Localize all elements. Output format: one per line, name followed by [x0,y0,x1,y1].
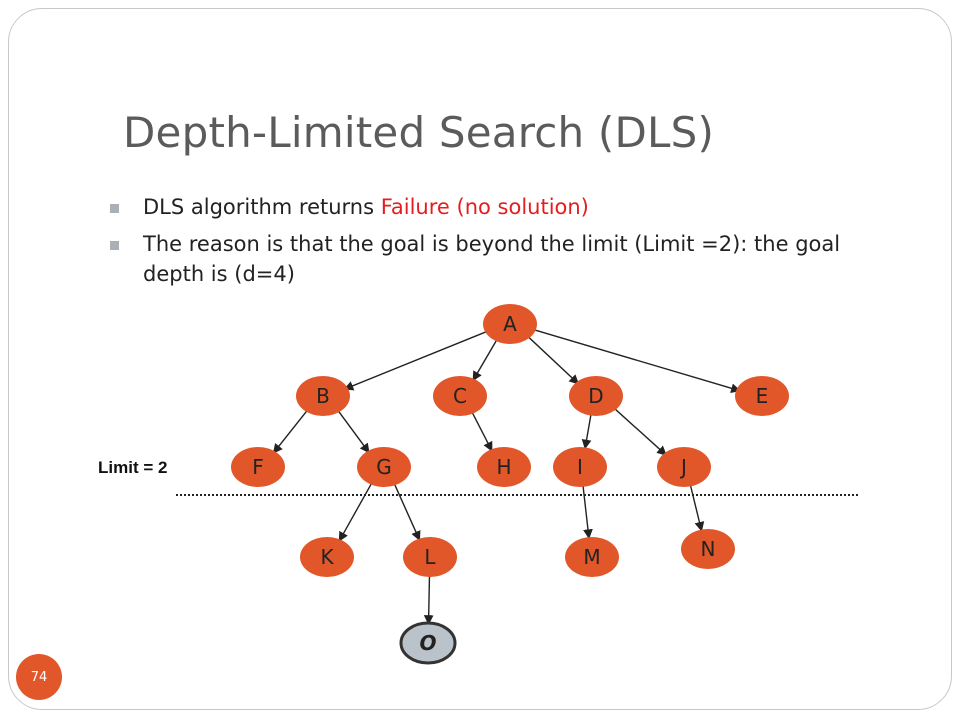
node-shape-E [735,376,789,416]
node-F: F [231,447,285,487]
edge-A-B [343,330,489,391]
edge-B-F [272,409,309,454]
node-shape-H [477,447,531,487]
node-shape-L [403,537,457,577]
node-label-G: G [376,455,392,479]
slide-number-badge: 74 [16,654,62,700]
node-J: J [657,447,711,487]
node-C: C [433,376,487,416]
edge-J-N [689,485,705,532]
bullet-text-1: DLS algorithm returns [143,195,381,219]
node-label-K: K [320,545,334,569]
node-label-B: B [316,384,330,408]
node-label-I: I [577,455,583,479]
slide-title: Depth-Limited Search (DLS) [123,108,715,157]
node-label-J: J [679,455,687,479]
node-label-E: E [756,384,769,408]
edge-D-J [613,407,667,456]
node-M: M [565,537,619,577]
node-shape-J [657,447,711,487]
bullet-square-icon [110,241,119,250]
node-label-M: M [583,545,600,569]
node-K: K [300,537,354,577]
node-label-F: F [252,455,264,479]
edge-I-M [582,485,593,540]
node-label-H: H [496,455,511,479]
bullet-square-icon [110,204,119,213]
node-G: G [357,447,411,487]
node-shape-F [231,447,285,487]
limit-label: Limit = 2 [98,458,167,477]
node-shape-D [569,376,623,416]
bullet-highlight-1: Failure (no solution) [380,195,589,219]
node-B: B [296,376,350,416]
node-label-A: A [503,312,517,336]
node-A: A [483,304,537,344]
tree-edges [272,328,741,625]
node-I: I [553,447,607,487]
edge-A-C [472,339,498,382]
edge-L-O [423,575,434,625]
node-shape-B [296,376,350,416]
node-H: H [477,447,531,487]
node-E: E [735,376,789,416]
edge-D-I [581,414,592,450]
node-shape-M [565,537,619,577]
bullet-item-1: DLS algorithm returns Failure (no soluti… [110,192,870,222]
node-label-C: C [453,384,467,408]
bullet-text-2: The reason is that the goal is beyond th… [143,232,841,286]
node-shape-N [681,529,735,569]
edge-G-L [393,483,421,541]
node-shape-K [300,537,354,577]
node-label-L: L [424,545,436,569]
node-shape-A [483,304,537,344]
node-shape-O [399,621,457,665]
tree-nodes: A B C D E F G H I J K L M N O [231,304,789,665]
node-O: O [399,621,457,665]
node-label-N: N [701,537,716,561]
node-D: D [569,376,623,416]
node-shape-C [433,376,487,416]
slide-frame [8,8,952,710]
node-shape-G [357,447,411,487]
bullet-item-2: The reason is that the goal is beyond th… [110,229,870,289]
edge-C-H [471,411,493,452]
node-L: L [403,537,457,577]
node-label-D: D [588,384,603,408]
edge-G-K [338,482,373,542]
edge-B-G [337,409,370,454]
node-N: N [681,529,735,569]
edge-A-E [531,328,741,393]
node-shape-I [553,447,607,487]
edge-A-D [527,335,580,385]
node-label-O: O [419,631,436,655]
bullet-list: DLS algorithm returns Failure (no soluti… [110,192,870,296]
